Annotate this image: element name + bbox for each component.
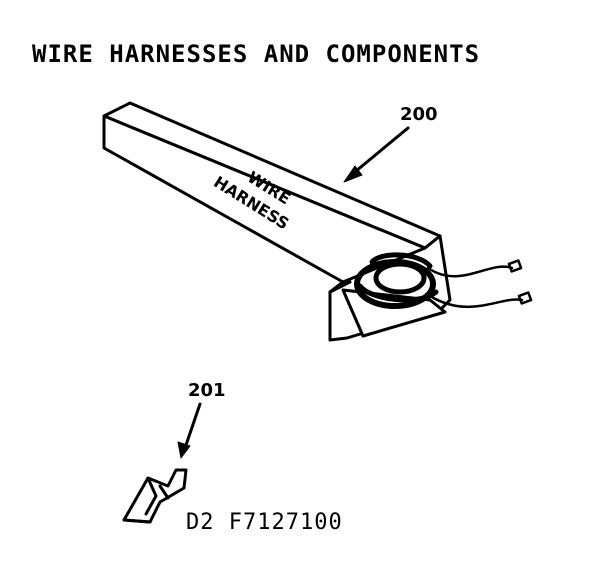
diagram-title: WIRE HARNESSES AND COMPONENTS <box>32 40 481 68</box>
diagram-code: D2 F7127100 <box>186 510 343 535</box>
terminal-part <box>122 402 202 524</box>
part-number-201: 201 <box>188 380 226 401</box>
part-number-200: 200 <box>400 104 438 125</box>
wire-harness-box <box>102 101 533 342</box>
